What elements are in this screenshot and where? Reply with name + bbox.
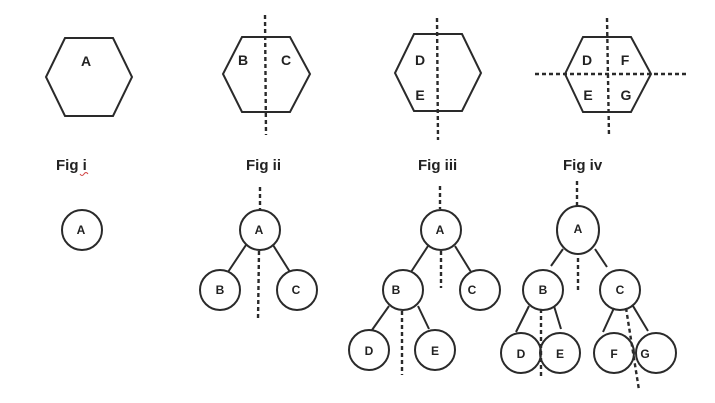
- caption-fig-iii: Fig iii: [418, 157, 457, 174]
- tree-node-label-a: A: [436, 223, 445, 237]
- tree-node-e: [414, 329, 456, 371]
- tree-node-c: [276, 269, 318, 311]
- fig-i: A Fig i A: [44, 37, 134, 251]
- fig-ii: B C Fig ii A B C: [199, 14, 318, 321]
- tree-node-label-b: B: [539, 283, 548, 297]
- region-label-e: E: [415, 87, 424, 103]
- tree-edge-a-b: [227, 244, 247, 273]
- vertical-split-line: [263, 14, 268, 136]
- tree-node-label-c: C: [468, 283, 477, 297]
- tree-node-b: [382, 269, 424, 311]
- tree-node-f: [593, 332, 635, 374]
- tree-node-e: [539, 332, 581, 374]
- split-line-bottom: [256, 250, 261, 321]
- tree-node-label-a: A: [574, 222, 583, 236]
- hexagon-fig-i: [44, 37, 134, 117]
- tree-node-label-f: F: [610, 347, 617, 361]
- hexagon-fig-iii: [393, 33, 483, 112]
- tree-node-label-e: E: [431, 344, 439, 358]
- tree-node-c: [459, 269, 501, 311]
- caption-fig-iv: Fig iv: [563, 157, 603, 174]
- region-label-d: D: [582, 52, 592, 68]
- tree-edge-a-c: [454, 245, 472, 273]
- tree-node-b: [522, 269, 564, 311]
- region-label-c: C: [281, 52, 291, 68]
- tree-node-d: [348, 329, 390, 371]
- tree-edge-b-d: [371, 305, 390, 331]
- region-label-b: B: [238, 52, 248, 68]
- tree-node-label-a: A: [77, 223, 86, 237]
- fig-iii: D E Fig iii A B C D E: [348, 17, 501, 375]
- tree-node-b: [199, 269, 241, 311]
- tree-edge-a-b: [410, 245, 429, 273]
- tree-edge-c-f: [602, 307, 615, 333]
- vertical-split-line: [605, 17, 611, 138]
- tree-node-a: [239, 209, 281, 251]
- tree-node-label-d: D: [517, 347, 526, 361]
- tree-node-label-e: E: [556, 347, 564, 361]
- tree-edge-a-c: [272, 244, 291, 273]
- tree-node-label-g: G: [640, 347, 649, 361]
- caption-fig-ii: Fig ii: [246, 157, 281, 174]
- caption-fig-i: Fig i: [56, 157, 87, 174]
- tree-node-label-b: B: [392, 283, 401, 297]
- hexagon-fig-ii: [221, 36, 312, 113]
- tree-node-a: [556, 205, 600, 255]
- region-label-a: A: [81, 53, 91, 69]
- region-label-e: E: [583, 87, 592, 103]
- fig-iv: D F E G Fig iv A B C D E F G: [500, 17, 688, 391]
- region-label-d: D: [415, 52, 425, 68]
- tree-edge-a-b: [550, 248, 564, 267]
- tree-node-g: [635, 332, 677, 374]
- tree-edge-b-e: [553, 305, 562, 330]
- tree-edge-b-e: [417, 305, 430, 330]
- tree-node-label-c: C: [616, 283, 625, 297]
- region-label-f: F: [621, 52, 630, 68]
- tree-node-label-b: B: [216, 283, 225, 297]
- tree-edge-b-d: [515, 305, 530, 333]
- tree-edge-c-g: [632, 305, 649, 332]
- tree-node-a: [61, 209, 103, 251]
- tree-edge-a-c: [594, 248, 608, 268]
- spellcheck-underline: [79, 172, 89, 176]
- tree-node-label-d: D: [365, 344, 374, 358]
- tree-node-label-c: C: [292, 283, 301, 297]
- region-label-g: G: [621, 87, 632, 103]
- vertical-split-line: [435, 17, 440, 141]
- tree-node-label-a: A: [255, 223, 264, 237]
- tree-node-a: [420, 209, 462, 251]
- tree-node-c: [599, 269, 641, 311]
